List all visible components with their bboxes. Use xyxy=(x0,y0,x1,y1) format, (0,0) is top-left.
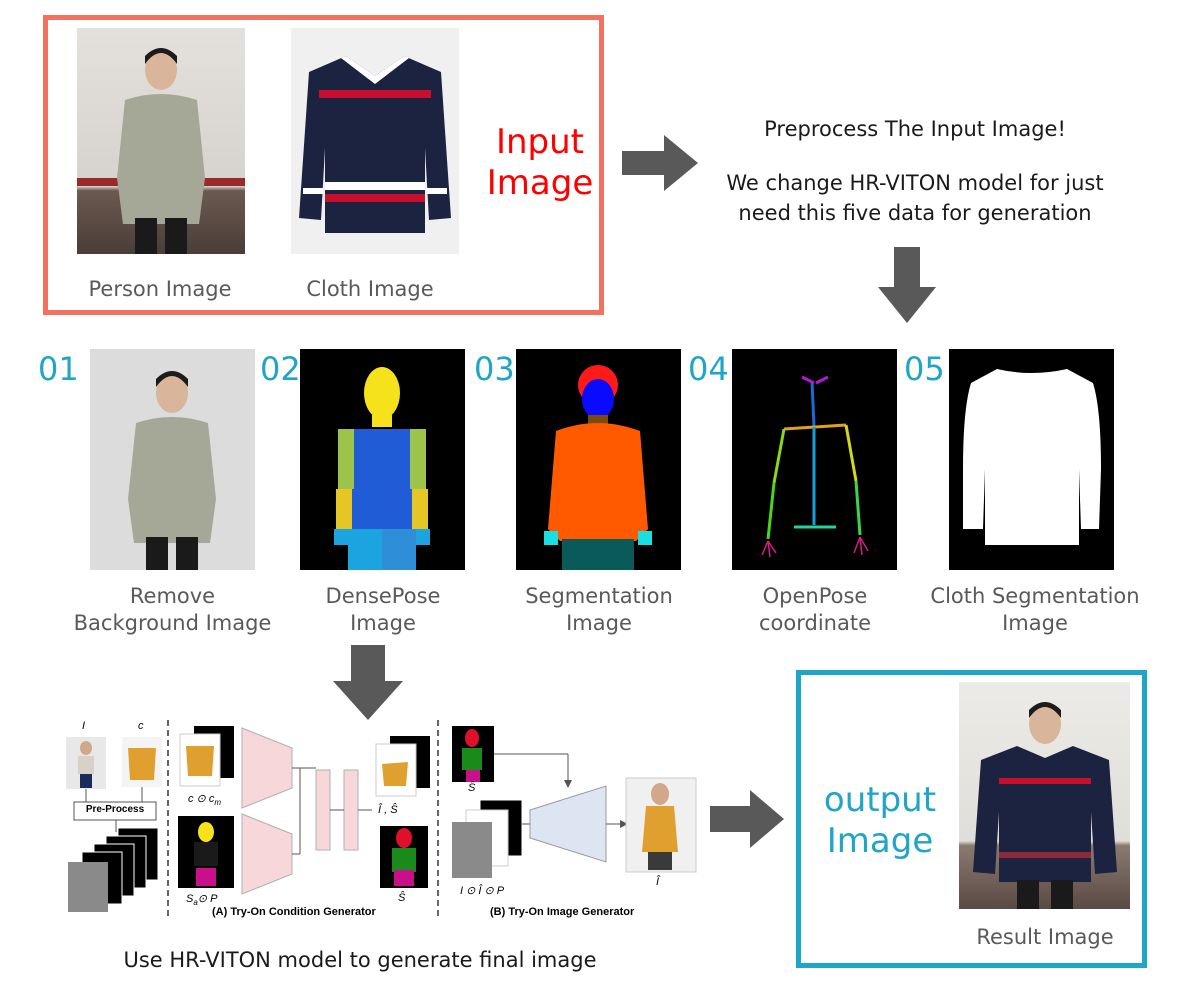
segmentation-image xyxy=(516,349,681,570)
label-ia-p: I ⊙ Î ⊙ P xyxy=(460,885,505,897)
densepose-figure xyxy=(334,367,430,570)
subscript-a: a xyxy=(193,898,198,908)
generator-a-label: (A) Try-On Condition Generator xyxy=(212,906,376,918)
cloth-mask-figure xyxy=(963,369,1101,545)
input-image-title: Input Image xyxy=(486,122,594,203)
hr-viton-diagram: I c Pre-Process c ⊙ cm Sa⊙ P Î , Ŝ Ŝ Ŝ I… xyxy=(60,720,700,925)
label-sa-p: Sa⊙ P xyxy=(186,893,218,908)
person-nobg-figure xyxy=(128,371,216,570)
generator-b-label: (B) Try-On Image Generator xyxy=(490,906,635,918)
output-image-title: output Image xyxy=(823,780,937,861)
label-I: I xyxy=(82,720,86,732)
arrow-down-icon xyxy=(333,645,403,720)
arrow-right-icon xyxy=(622,135,698,191)
result-image-label: Result Image xyxy=(976,925,1114,949)
step-label-01: Remove Background Image xyxy=(73,584,272,635)
step-label-05: Cloth Segmentation Image xyxy=(930,584,1140,635)
preprocess-text: Preprocess The Input Image! We change HR… xyxy=(726,117,1104,225)
cloth-segmentation-image xyxy=(949,349,1114,570)
cloth-image-label: Cloth Image xyxy=(306,277,434,301)
openpose-skeleton xyxy=(761,375,869,558)
step-number-05: 05 xyxy=(904,350,945,388)
remove-background-image xyxy=(90,349,255,570)
label-s-hat-b: Ŝ xyxy=(468,782,476,794)
result-person-figure xyxy=(973,702,1117,909)
label-i-hat: Î xyxy=(656,876,660,888)
hr-viton-architecture xyxy=(66,720,697,920)
step-label-04: OpenPose coordinate xyxy=(758,584,871,635)
arrow-down-icon xyxy=(878,247,936,323)
label-c: c xyxy=(138,720,144,732)
densepose-image xyxy=(300,349,465,570)
step-number-01: 01 xyxy=(38,350,79,388)
step-number-04: 04 xyxy=(688,350,729,388)
model-caption: Use HR-VITON model to generate final ima… xyxy=(123,948,597,972)
arrow-right-icon xyxy=(710,790,784,848)
openpose-image xyxy=(732,349,897,570)
label-ic-sc: Î , Ŝ xyxy=(378,804,398,816)
cloth-image xyxy=(291,28,459,254)
label-s-hat: Ŝ xyxy=(398,892,406,904)
input-box xyxy=(43,15,604,315)
step-number-02: 02 xyxy=(260,350,301,388)
jersey-figure xyxy=(299,56,451,233)
pre-process-label: Pre-Process xyxy=(85,804,145,815)
person-image xyxy=(77,28,245,254)
label-c-cm: c ⊙ cm xyxy=(188,793,222,808)
step-label-02: DensePose Image xyxy=(325,584,441,635)
step-label-03: Segmentation Image xyxy=(525,584,673,635)
result-image xyxy=(959,682,1130,909)
step-number-03: 03 xyxy=(474,350,515,388)
output-box xyxy=(796,670,1147,968)
person-image-label: Person Image xyxy=(88,277,232,301)
person-figure xyxy=(77,48,245,254)
segmentation-figure xyxy=(544,365,652,570)
